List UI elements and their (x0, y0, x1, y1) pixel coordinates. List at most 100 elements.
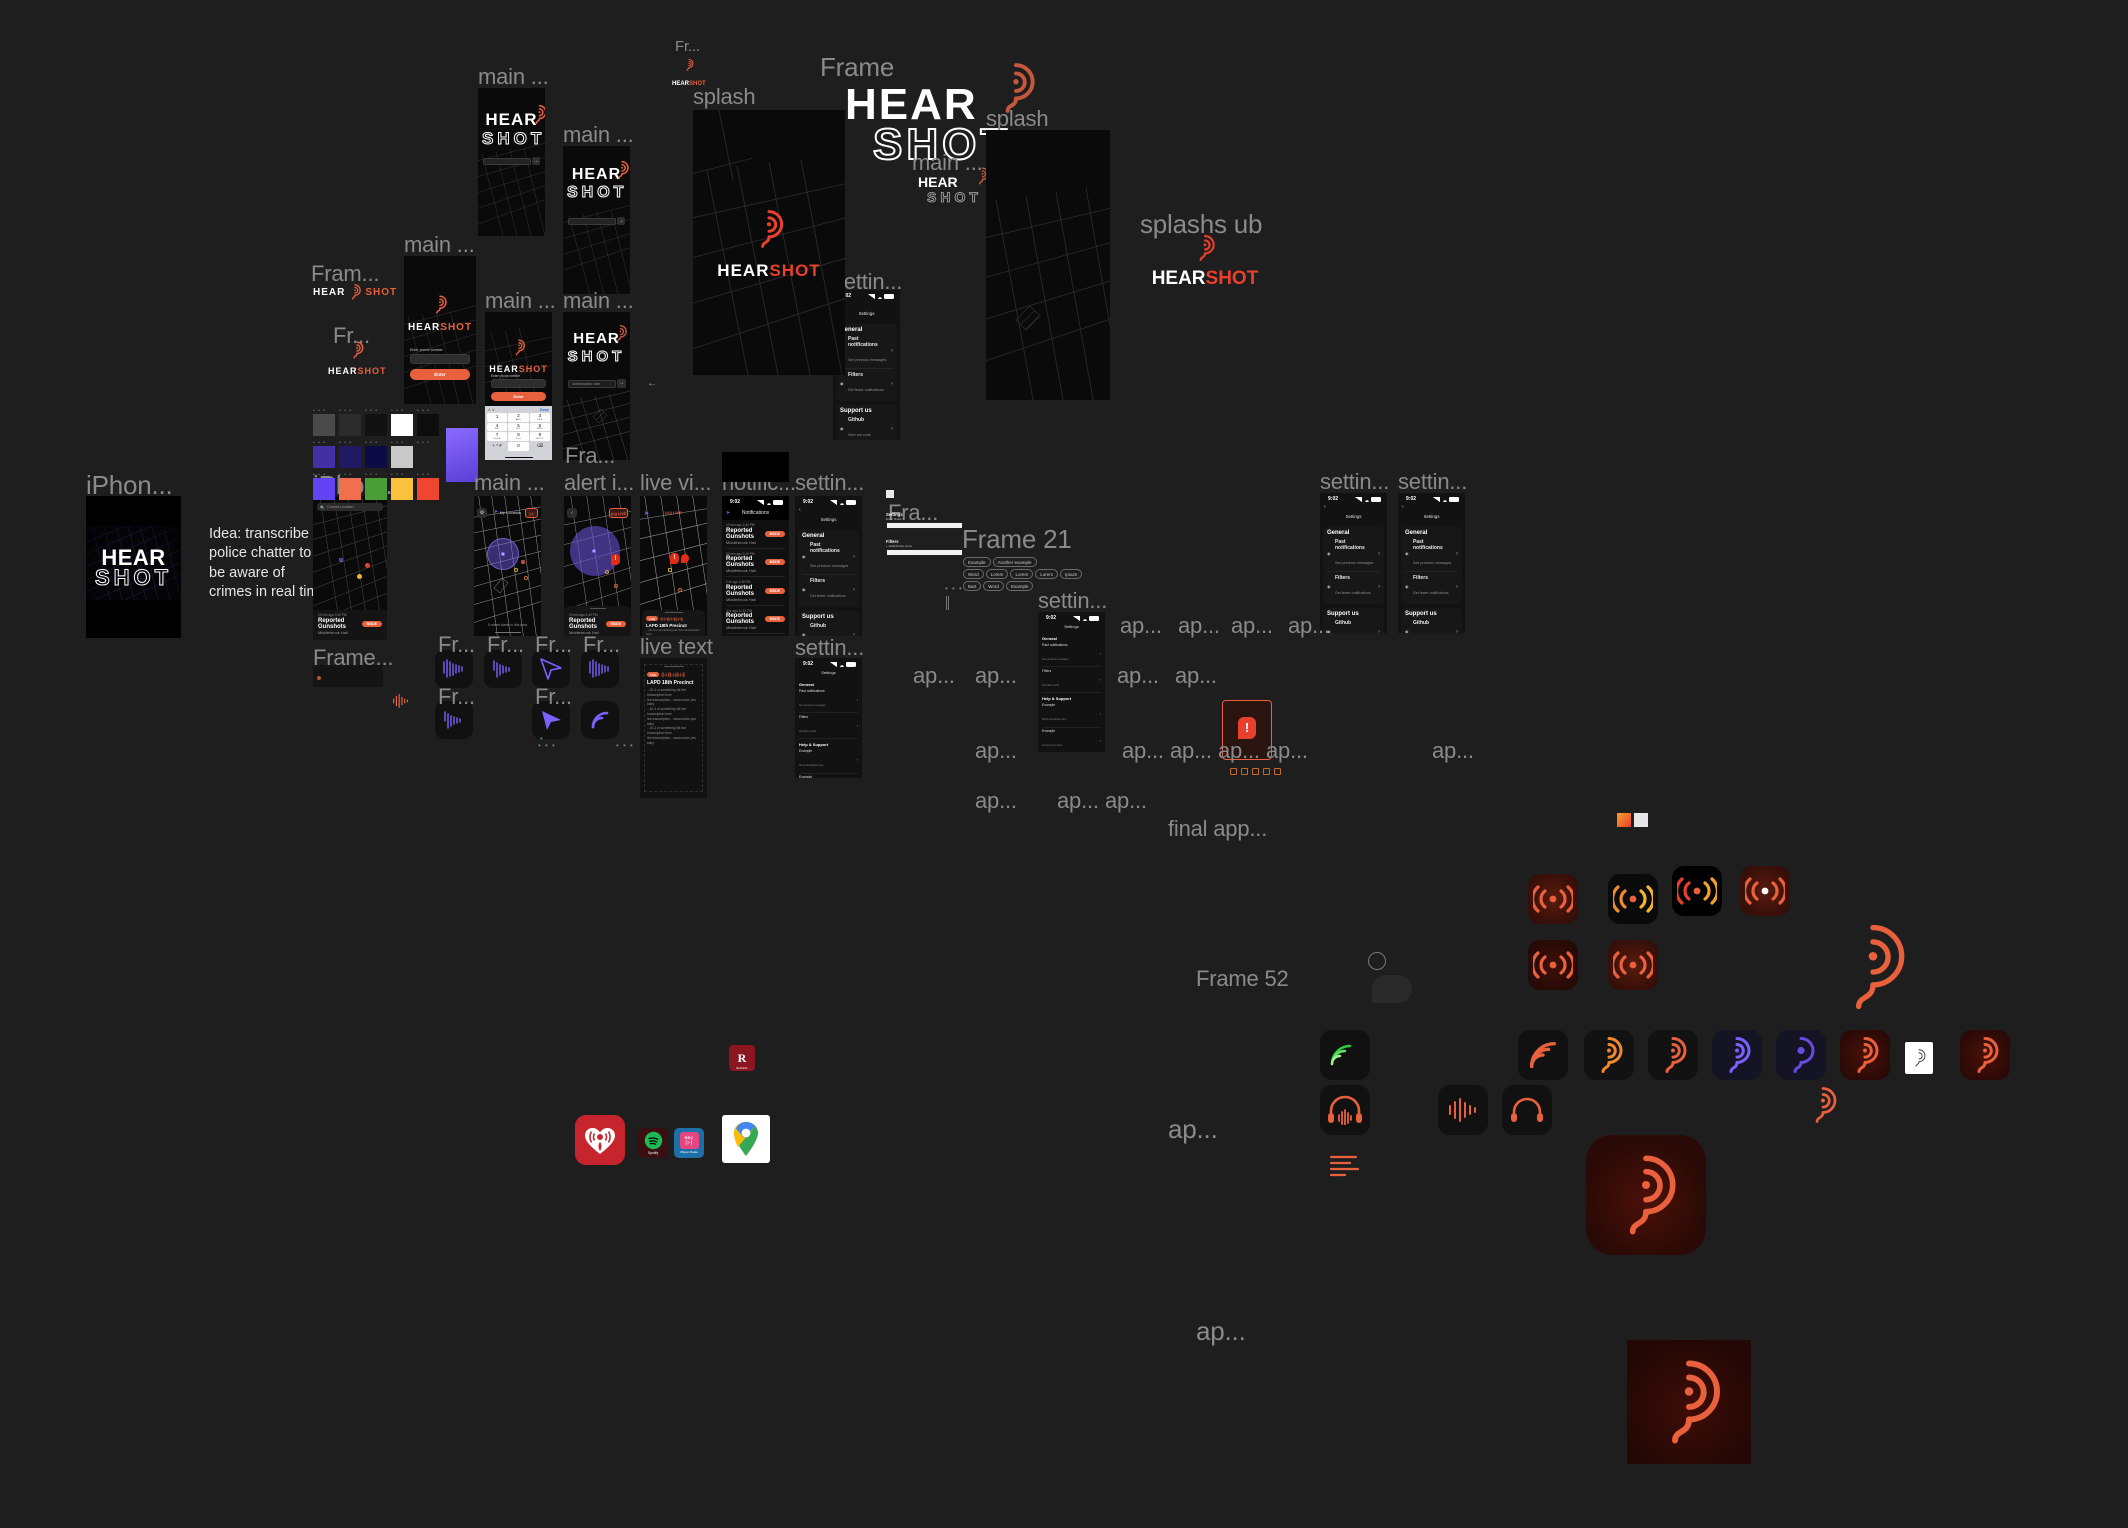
keypad-chevrons[interactable]: ∧ ∨ (488, 407, 495, 412)
app-icon-ear-white-sketch[interactable] (1905, 1042, 1933, 1074)
color-swatch[interactable] (313, 446, 335, 468)
live-view-phone[interactable]: ! 9:02 ➤ ((•)) LIVE LIVE ()|=|=|()|=|=|(… (640, 496, 707, 636)
app-icon-equalizer[interactable] (1438, 1085, 1488, 1135)
filter-chip[interactable]: Word (983, 581, 1004, 591)
frame-label-live-view[interactable]: live vi... (640, 470, 712, 495)
mini-alert-icon[interactable] (1252, 768, 1259, 775)
alert-pin-orange[interactable] (524, 576, 528, 580)
app-icon-green-signal[interactable] (1320, 1030, 1370, 1080)
filter-chip[interactable]: Word (963, 569, 984, 579)
keypad-key[interactable]: ⌫ (530, 442, 550, 451)
keypad-done[interactable]: Done (540, 407, 549, 412)
alert-notification-card[interactable]: ! (1222, 700, 1272, 760)
frame-label-frame52[interactable]: ap... (1196, 1316, 1246, 1346)
swatch-pair[interactable] (1617, 813, 1648, 827)
enter-button[interactable]: Enter (410, 369, 470, 380)
splash-right-phone[interactable] (986, 130, 1110, 400)
app-icon-signal-5[interactable] (1528, 940, 1578, 990)
alert-pin-red[interactable] (365, 563, 370, 568)
live-badge[interactable]: ((•)) LIVE (609, 508, 628, 518)
color-swatch[interactable] (365, 414, 387, 436)
frame-label-main-splash-1[interactable]: main ... (478, 64, 549, 89)
frame-label-main-code[interactable]: main ... (563, 288, 634, 313)
app-icon-signal-6[interactable] (1608, 940, 1658, 990)
submit-arrow-button[interactable]: → (617, 379, 626, 388)
frame-label[interactable]: ap... (1178, 613, 1220, 638)
splash-phone-left[interactable]: HEAR SHOT (86, 496, 181, 638)
filter-chip[interactable]: Lorem (1010, 569, 1034, 579)
color-swatch[interactable] (339, 414, 361, 436)
frame-label-settings-r2[interactable]: settin... (1398, 469, 1468, 494)
waveform-icon-tile-2[interactable] (484, 650, 522, 688)
login-keypad-phone[interactable]: 9:02 HEARSHOT Enter phone number Enter ∧… (485, 312, 552, 460)
search-input[interactable]: 🔍 Current Location (317, 503, 383, 511)
mini-alert-icon[interactable] (1230, 768, 1237, 775)
frame-label-fr-1[interactable]: Fr... (333, 323, 370, 348)
phone-input[interactable] (410, 354, 470, 364)
frame-label-iphone-left[interactable]: iPhon... (86, 470, 173, 500)
frame-label-main-small-logo[interactable]: main ... (912, 150, 983, 175)
mini-icon-row[interactable] (1230, 768, 1281, 775)
frame-label[interactable]: ap... (1175, 663, 1217, 688)
filter-chip[interactable]: Lorem (1035, 569, 1058, 579)
frame-label[interactable]: Fr... (487, 632, 524, 657)
alert-pin-yellow[interactable] (605, 570, 609, 574)
app-icon-ear-dark-red-2[interactable] (1960, 1030, 2010, 1080)
frame-label-frame-big[interactable]: Frame (820, 52, 895, 82)
color-swatch[interactable] (365, 446, 387, 468)
form-input-1[interactable] (886, 522, 963, 529)
my-location-chip[interactable]: ➤ My Location (494, 509, 521, 515)
live-sheet[interactable]: LIVE ()|=|=|()|=|=|()|=|=|() LAPD 18th P… (642, 610, 705, 636)
waveform-icon-tile-4[interactable] (435, 701, 473, 739)
code-input[interactable] (483, 158, 531, 165)
back-button[interactable]: ‹ (799, 507, 801, 513)
keypad-key[interactable]: + * # (487, 442, 507, 451)
iheartradio-icon[interactable] (575, 1115, 625, 1165)
small-card-frame[interactable] (313, 665, 383, 687)
app-icon-signal-2[interactable] (1608, 874, 1658, 924)
filter-chip[interactable]: Example (963, 557, 991, 567)
frame-label-settings-alt[interactable]: settin... (795, 635, 865, 660)
app-icon-signal-3[interactable] (1672, 866, 1722, 916)
frame-label-splash-2[interactable]: splash (986, 106, 1049, 131)
frame-label-settings-mid[interactable]: settin... (1038, 588, 1108, 613)
frame-label-fram-1[interactable]: Fram... (311, 261, 380, 286)
frame-label-settings-1[interactable]: settin... (795, 470, 865, 495)
app-icon-bars[interactable] (1320, 1140, 1370, 1190)
frame-label[interactable]: ap... (1117, 663, 1159, 688)
color-swatch[interactable] (391, 414, 413, 436)
alert-pin-red[interactable] (521, 560, 525, 564)
color-swatch[interactable] (365, 478, 387, 500)
map-list-phone[interactable]: 🔍 Current Location 10 min ago 2:40 PM Re… (313, 496, 387, 640)
back-button[interactable]: ‹ (567, 508, 577, 518)
alert-pin-orange[interactable] (614, 584, 618, 588)
color-swatch[interactable] (313, 414, 335, 436)
final-app-icon[interactable] (1586, 1135, 1706, 1255)
navigation-arrow-icon[interactable]: ➤ (726, 510, 731, 516)
live-button[interactable]: ((•)) (525, 508, 538, 518)
keypad-key[interactable]: 1 (487, 413, 508, 422)
redcircle-icon[interactable]: R RedCircle (729, 1045, 755, 1071)
filter-chip[interactable]: Lorem (985, 569, 1009, 579)
frame-label-splash-1[interactable]: splash (693, 84, 756, 109)
